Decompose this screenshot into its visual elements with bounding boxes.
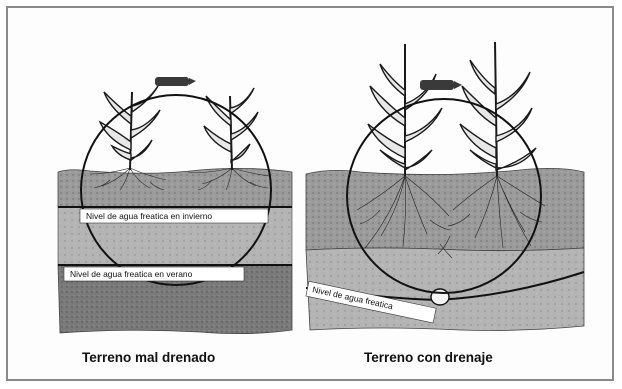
drain-pipe xyxy=(430,288,450,306)
right-caption: Terreno con drenaje xyxy=(364,350,493,365)
right-panel: Nivel de agua freatica Terreno con drena… xyxy=(305,41,585,365)
right-magnifier-circle xyxy=(346,98,542,294)
left-magnifier-circle xyxy=(80,94,272,286)
left-shallow-roots xyxy=(89,167,271,191)
left-corn-plant-2 xyxy=(203,87,259,171)
right-deep-roots xyxy=(356,175,546,259)
summer-water-label-text: Nivel de agua freatica en verano xyxy=(70,269,193,279)
left-soil-top xyxy=(57,168,293,208)
left-panel: Nivel de agua freatica en invierno Nivel… xyxy=(57,77,293,365)
left-soil-bottom xyxy=(57,264,293,334)
winter-water-label-text: Nivel de agua freatica en invierno xyxy=(86,211,212,221)
right-corn-cob xyxy=(420,80,462,90)
right-corn-plant-2 xyxy=(459,41,537,177)
left-corn-cob xyxy=(155,77,196,86)
left-winter-label: Nivel de agua freatica en invierno xyxy=(79,208,269,224)
right-corn-plant-1 xyxy=(367,44,443,176)
left-summer-label: Nivel de agua freatica en verano xyxy=(63,266,245,282)
left-caption: Terreno mal drenado xyxy=(82,350,215,365)
